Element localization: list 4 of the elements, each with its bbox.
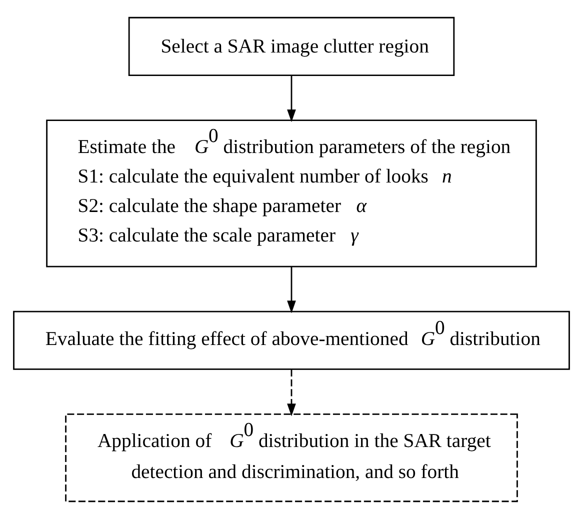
arrow [287, 266, 296, 313]
arrow [287, 369, 296, 416]
node-box: Select a SAR image clutter region [128, 16, 455, 76]
arrow [287, 75, 296, 122]
